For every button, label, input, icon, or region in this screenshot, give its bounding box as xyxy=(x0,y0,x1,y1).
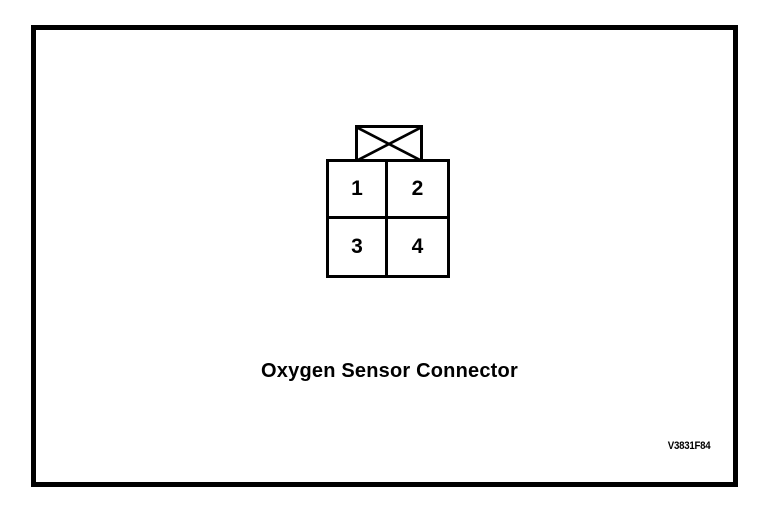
pin-cell-2: 2 xyxy=(388,162,447,219)
cross-hatch-icon xyxy=(358,128,420,160)
figure-reference-code: V3831F84 xyxy=(667,440,710,452)
connector-pin-grid: 1 2 3 4 xyxy=(326,159,450,278)
pin-label-1: 1 xyxy=(351,177,363,201)
figure-caption: Oxygen Sensor Connector xyxy=(261,360,518,382)
pin-label-4: 4 xyxy=(411,235,424,259)
pin-cell-4: 4 xyxy=(388,219,447,276)
pin-label-3: 3 xyxy=(351,235,363,259)
pin-cell-3: 3 xyxy=(329,218,388,275)
oxygen-sensor-connector-diagram: 1 2 3 4 xyxy=(326,125,454,280)
pin-cell-1: 1 xyxy=(329,162,388,219)
pin-label-2: 2 xyxy=(411,177,424,201)
figure-border-frame: 1 2 3 4 Oxygen Sensor Connector V3831F84 xyxy=(31,25,738,487)
connector-locking-tab xyxy=(355,125,423,160)
